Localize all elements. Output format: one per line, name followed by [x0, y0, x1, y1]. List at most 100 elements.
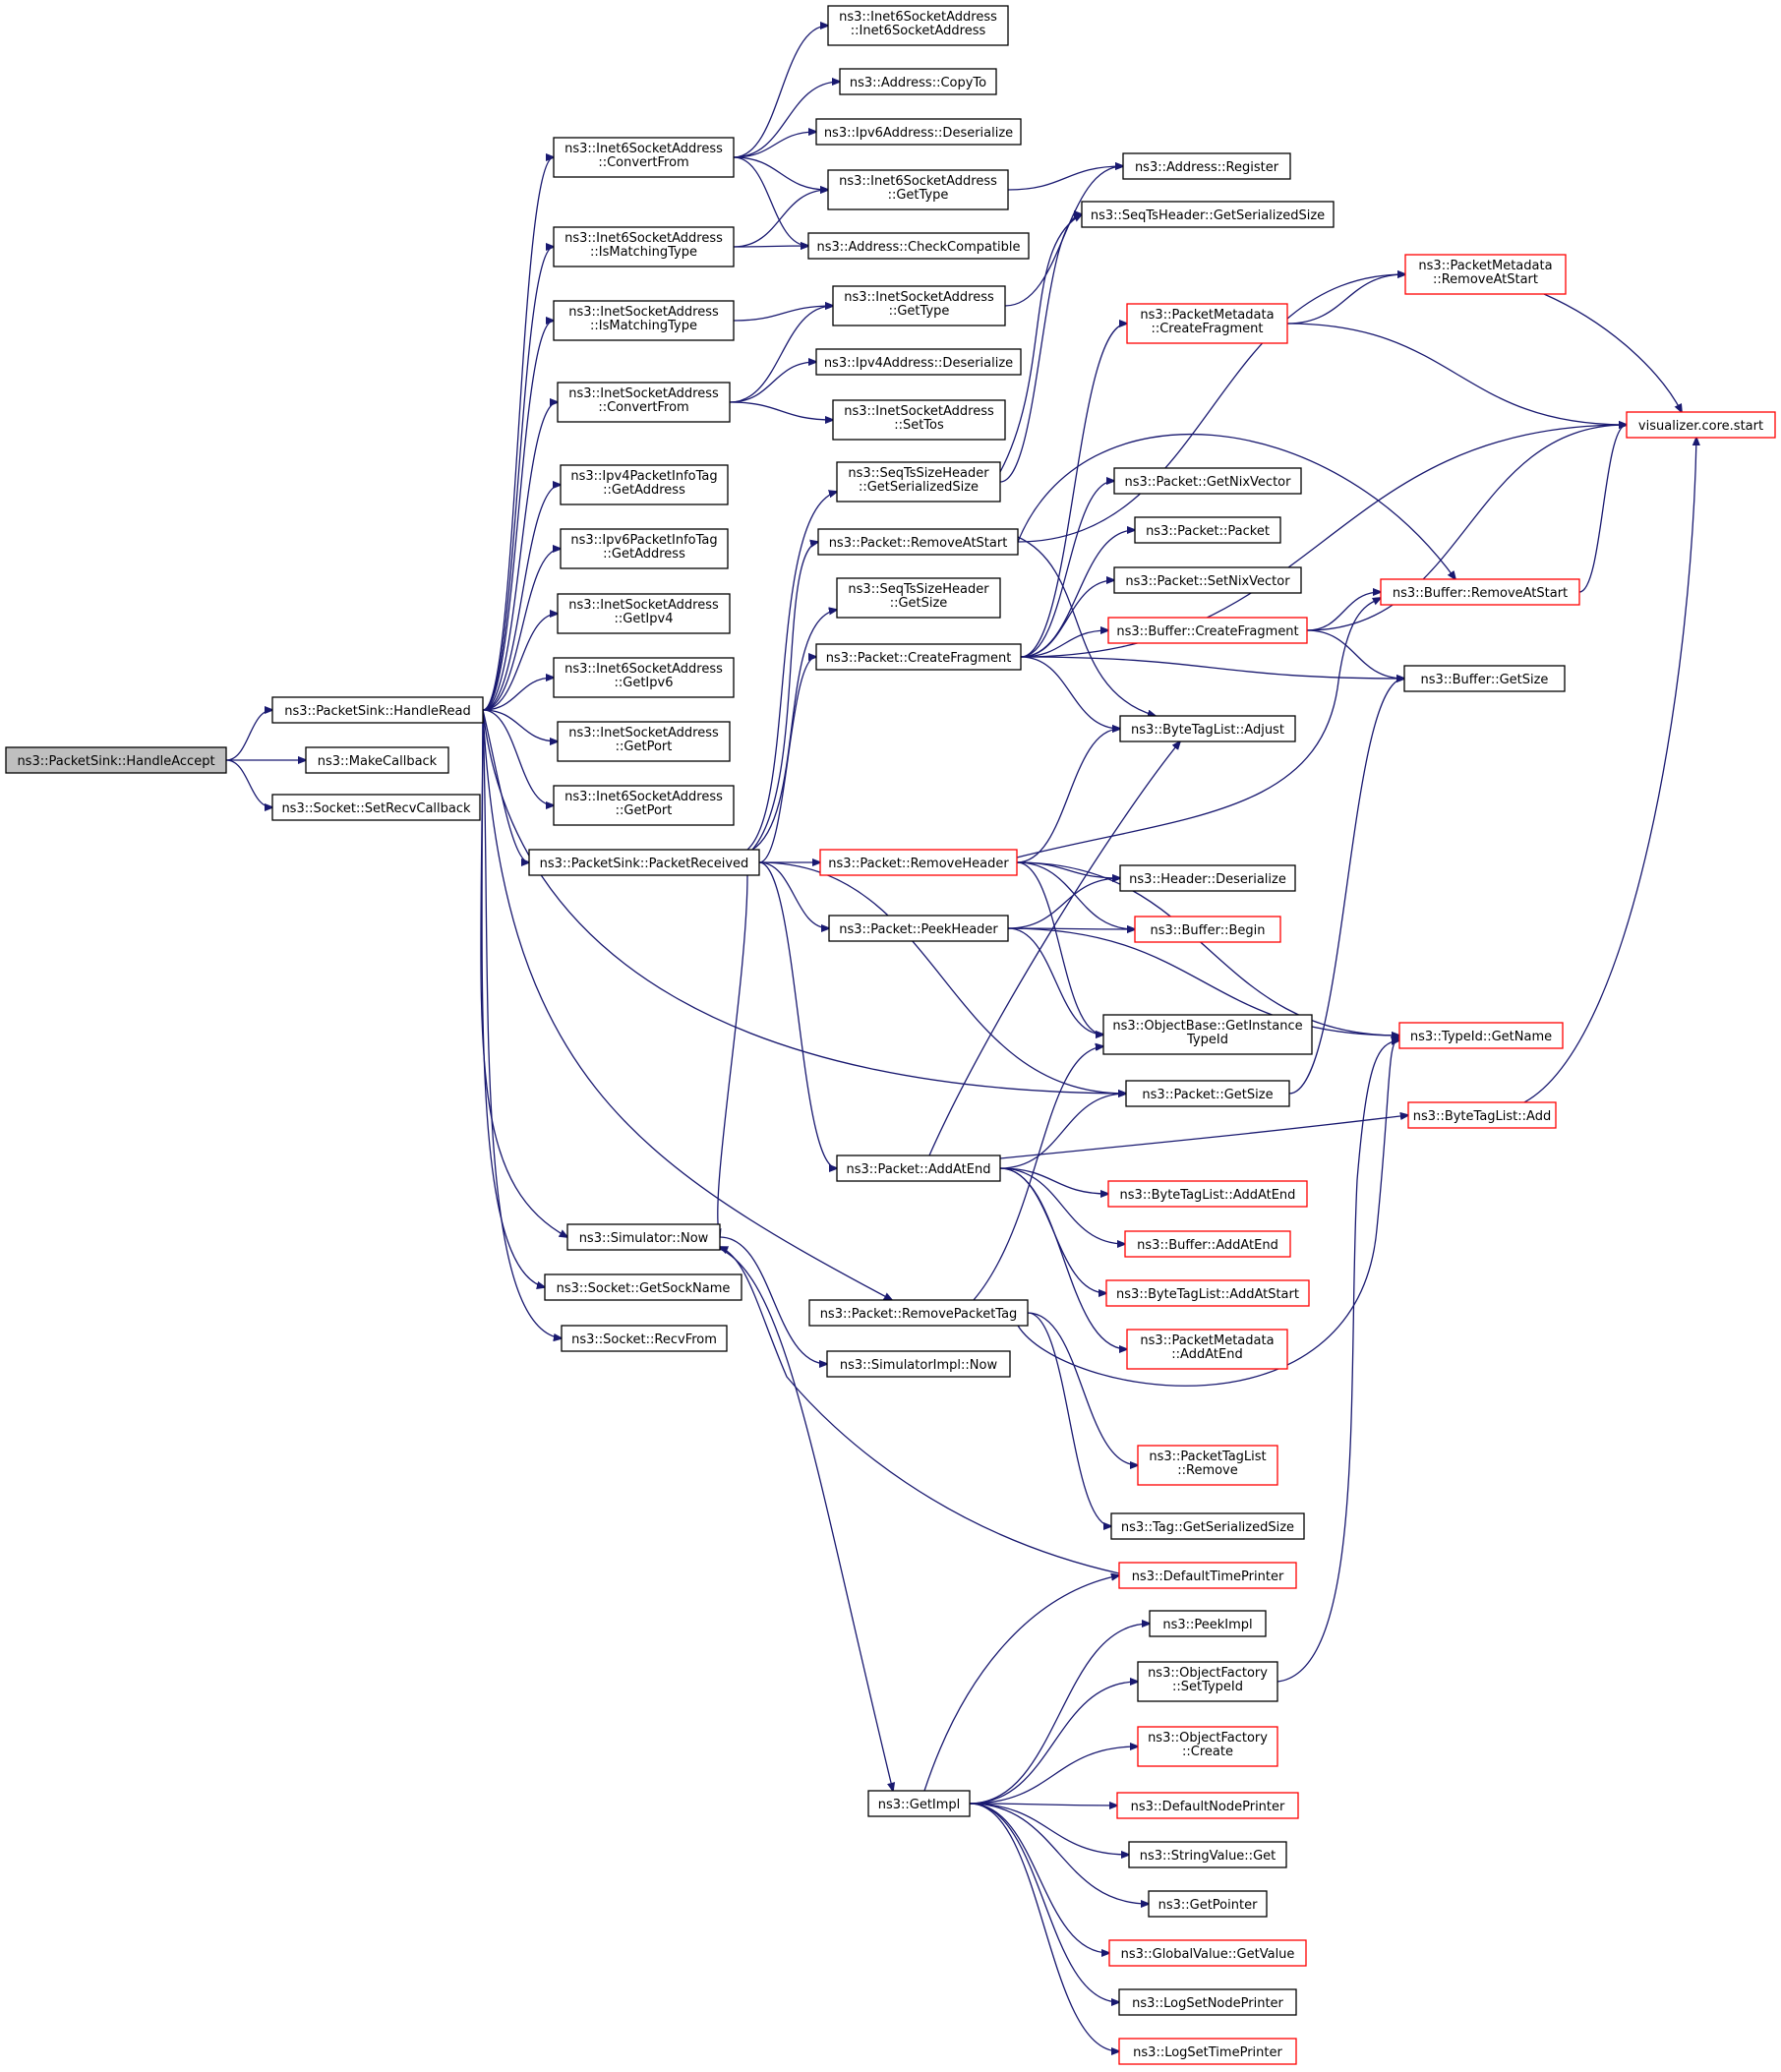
call-edge-get_impl-to-log_set_time — [969, 1803, 1119, 2051]
function-node-of-set-type[interactable]: ns3::ObjectFactory::SetTypeId — [1137, 1661, 1278, 1702]
function-node-string-value-get[interactable]: ns3::StringValue::Get — [1128, 1841, 1287, 1868]
function-node-packet-received[interactable]: ns3::PacketSink::PacketReceived — [528, 849, 760, 876]
function-node-ipv6-info-get-addr[interactable]: ns3::Ipv6PacketInfoTag::GetAddress — [560, 528, 729, 569]
function-node-label: ns3::SeqTsSizeHeader — [848, 582, 989, 597]
function-node-label: ns3::PacketMetadata — [1140, 308, 1274, 323]
function-node-label: ns3::GetPointer — [1158, 1898, 1258, 1913]
function-node-label: ns3::Buffer::AddAtEnd — [1137, 1238, 1278, 1253]
function-node-label: ns3::ObjectFactory — [1148, 1731, 1268, 1746]
function-node-btl-add[interactable]: ns3::ByteTagList::Add — [1407, 1101, 1557, 1129]
function-node-hdr-deser[interactable]: ns3::Header::Deserialize — [1119, 864, 1296, 892]
function-node-i4-is-matching[interactable]: ns3::InetSocketAddress::IsMatchingType — [553, 300, 735, 341]
function-node-label: ns3::DefaultTimePrinter — [1132, 1569, 1284, 1584]
function-node-label: ns3::Inet6SocketAddress — [564, 662, 723, 677]
call-edges — [225, 26, 1696, 2051]
function-node-i6-get-ipv6[interactable]: ns3::Inet6SocketAddress::GetIpv6 — [553, 657, 735, 698]
function-node-of-create[interactable]: ns3::ObjectFactory::Create — [1137, 1726, 1278, 1767]
function-node-buf-remove-at-start[interactable]: ns3::Buffer::RemoveAtStart — [1380, 578, 1580, 606]
function-node-i6-get-type[interactable]: ns3::Inet6SocketAddress::GetType — [827, 169, 1009, 210]
function-node-typeid-get-name[interactable]: ns3::TypeId::GetName — [1398, 1022, 1564, 1049]
function-node-addr-copy-to[interactable]: ns3::Address::CopyTo — [839, 68, 997, 95]
call-edge-pkt_remove_header-to-btl_adjust — [1016, 729, 1120, 863]
function-node-btl-add-at-end[interactable]: ns3::ByteTagList::AddAtEnd — [1107, 1180, 1308, 1208]
function-node-pm-add-at-end[interactable]: ns3::PacketMetadata::AddAtEnd — [1126, 1329, 1288, 1370]
call-edge-handle_read-to-pkt_remove_ptag — [482, 709, 892, 1300]
function-node-recv-from[interactable]: ns3::Socket::RecvFrom — [561, 1325, 728, 1352]
function-node-pkt-remove-header[interactable]: ns3::Packet::RemoveHeader — [819, 849, 1018, 876]
function-node-label: ::IsMatchingType — [590, 319, 697, 333]
function-node-i4-set-tos[interactable]: ns3::InetSocketAddress::SetTos — [832, 399, 1006, 441]
function-node-tag-get-ser[interactable]: ns3::Tag::GetSerializedSize — [1110, 1512, 1305, 1540]
function-node-get-pointer[interactable]: ns3::GetPointer — [1148, 1890, 1268, 1918]
call-edge-packet_received-to-pkt_create_frag — [758, 657, 816, 863]
call-edge-i6_convert_from-to-addr_check_compat — [733, 156, 808, 246]
function-node-pkt-get-nix[interactable]: ns3::Packet::GetNixVector — [1113, 467, 1302, 495]
function-node-label: ::GetType — [889, 304, 950, 319]
function-node-label: ns3::Ipv6Address::Deserialize — [824, 126, 1013, 141]
function-node-buf-get-size[interactable]: ns3::Buffer::GetSize — [1403, 665, 1566, 692]
function-node-pkt-ctor[interactable]: ns3::Packet::Packet — [1134, 516, 1281, 544]
function-node-label: ns3::Packet::CreateFragment — [826, 651, 1012, 666]
function-node-default-time-printer[interactable]: ns3::DefaultTimePrinter — [1118, 1562, 1297, 1589]
function-node-buf-add-at-end[interactable]: ns3::Buffer::AddAtEnd — [1124, 1230, 1291, 1258]
function-node-buf-begin[interactable]: ns3::Buffer::Begin — [1134, 916, 1281, 943]
function-node-pm-create-frag[interactable]: ns3::PacketMetadata::CreateFragment — [1126, 303, 1288, 344]
function-node-label: ns3::PacketMetadata — [1418, 259, 1552, 273]
function-node-i6-get-port[interactable]: ns3::Inet6SocketAddress::GetPort — [553, 785, 735, 826]
function-node-pkt-add-at-end[interactable]: ns3::Packet::AddAtEnd — [836, 1154, 1001, 1182]
function-node-gv-get-value[interactable]: ns3::GlobalValue::GetValue — [1108, 1939, 1307, 1967]
function-node-ipv6-deser[interactable]: ns3::Ipv6Address::Deserialize — [815, 118, 1022, 146]
function-node-set-recv-callback[interactable]: ns3::Socket::SetRecvCallback — [271, 794, 481, 821]
function-node-i4-convert-from[interactable]: ns3::InetSocketAddress::ConvertFrom — [557, 382, 731, 423]
function-node-log-set-time[interactable]: ns3::LogSetTimePrinter — [1118, 2038, 1297, 2065]
function-node-label: ns3::Inet6SocketAddress — [564, 790, 723, 804]
function-node-label: ns3::PacketTagList — [1149, 1450, 1266, 1464]
function-node-i6-is-matching[interactable]: ns3::Inet6SocketAddress::IsMatchingType — [553, 226, 735, 267]
function-node-ptl-remove[interactable]: ns3::PacketTagList::Remove — [1137, 1445, 1278, 1486]
call-edge-pkt_create_frag-to-btl_adjust — [1020, 656, 1120, 729]
function-node-simimpl-now[interactable]: ns3::SimulatorImpl::Now — [826, 1350, 1011, 1378]
function-node-peek-impl[interactable]: ns3::PeekImpl — [1149, 1610, 1267, 1637]
function-node-i6-ctor[interactable]: ns3::Inet6SocketAddress::Inet6SocketAddr… — [827, 5, 1009, 46]
function-node-pkt-remove-at-start[interactable]: ns3::Packet::RemoveAtStart — [817, 528, 1019, 556]
call-edge-get_impl-to-string_value_get — [969, 1803, 1129, 1855]
function-node-addr-register[interactable]: ns3::Address::Register — [1122, 152, 1291, 180]
function-node-label: ns3::Ipv6PacketInfoTag — [570, 533, 717, 548]
function-node-btl-adjust[interactable]: ns3::ByteTagList::Adjust — [1119, 715, 1296, 742]
function-node-pm-remove-at-start[interactable]: ns3::PacketMetadata::RemoveAtStart — [1404, 254, 1567, 295]
call-edge-pkt_add_at_end-to-btl_add_at_end — [999, 1167, 1108, 1194]
function-node-seqts-get-ser[interactable]: ns3::SeqTsSizeHeader::GetSerializedSize — [836, 461, 1001, 503]
function-node-addr-check-compat[interactable]: ns3::Address::CheckCompatible — [807, 232, 1030, 260]
function-node-buf-create-frag[interactable]: ns3::Buffer::CreateFragment — [1107, 617, 1308, 644]
function-node-handle-read[interactable]: ns3::PacketSink::HandleRead — [271, 696, 484, 724]
function-node-seqts-hdr-get-ser[interactable]: ns3::SeqTsHeader::GetSerializedSize — [1081, 201, 1335, 228]
function-node-sim-now[interactable]: ns3::Simulator::Now — [566, 1223, 721, 1251]
function-node-viz-start[interactable]: visualizer.core.start — [1626, 411, 1776, 439]
function-node-i4-get-port[interactable]: ns3::InetSocketAddress::GetPort — [557, 721, 731, 762]
function-node-label: ns3::GlobalValue::GetValue — [1121, 1947, 1295, 1962]
function-node-log-set-node[interactable]: ns3::LogSetNodePrinter — [1118, 1988, 1297, 2016]
function-node-get-impl[interactable]: ns3::GetImpl — [867, 1790, 971, 1817]
function-node-pkt-set-nix[interactable]: ns3::Packet::SetNixVector — [1113, 566, 1302, 594]
function-node-make-callback[interactable]: ns3::MakeCallback — [305, 746, 449, 774]
call-edge-seqts_get_ser-to-btl_adjust — [999, 214, 1082, 473]
call-edge-pkt_create_frag-to-pm_create_frag — [1020, 324, 1127, 658]
function-node-default-node-printer[interactable]: ns3::DefaultNodePrinter — [1116, 1792, 1299, 1819]
function-node-pkt-get-size[interactable]: ns3::Packet::GetSize — [1125, 1080, 1290, 1107]
function-node-i6-convert-from[interactable]: ns3::Inet6SocketAddress::ConvertFrom — [553, 137, 735, 178]
function-node-pkt-peek-header[interactable]: ns3::Packet::PeekHeader — [828, 915, 1009, 942]
function-node-i4-get-ipv4[interactable]: ns3::InetSocketAddress::GetIpv4 — [557, 593, 731, 634]
function-node-ipv4-deser[interactable]: ns3::Ipv4Address::Deserialize — [815, 348, 1022, 376]
function-node-seqts-get-size[interactable]: ns3::SeqTsSizeHeader::GetSize — [836, 577, 1001, 619]
function-node-btl-add-at-start[interactable]: ns3::ByteTagList::AddAtStart — [1105, 1279, 1310, 1307]
function-node-label: ::GetPort — [616, 803, 673, 818]
function-node-i4-get-type[interactable]: ns3::InetSocketAddress::GetType — [832, 285, 1006, 326]
function-node-get-sock-name[interactable]: ns3::Socket::GetSockName — [544, 1273, 742, 1301]
function-node-pkt-create-frag[interactable]: ns3::Packet::CreateFragment — [815, 643, 1022, 671]
function-node-pkt-remove-ptag[interactable]: ns3::Packet::RemovePacketTag — [808, 1299, 1029, 1327]
function-node-label: ns3::ObjectBase::GetInstance — [1112, 1019, 1302, 1034]
function-node-handle-accept[interactable]: ns3::PacketSink::HandleAccept — [5, 746, 227, 774]
function-node-label: ns3::Address::CheckCompatible — [816, 240, 1020, 255]
function-node-ipv4-info-get-addr[interactable]: ns3::Ipv4PacketInfoTag::GetAddress — [560, 464, 729, 505]
